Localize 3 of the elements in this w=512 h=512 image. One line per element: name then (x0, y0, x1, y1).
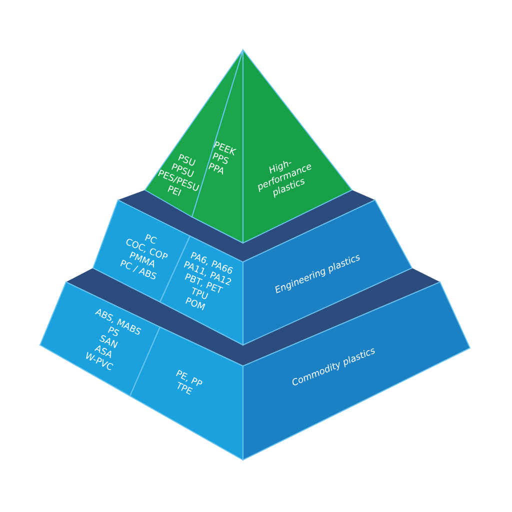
material-name: PC (143, 232, 159, 248)
material-name: TPE (173, 381, 194, 400)
material-name: POM (182, 296, 206, 316)
